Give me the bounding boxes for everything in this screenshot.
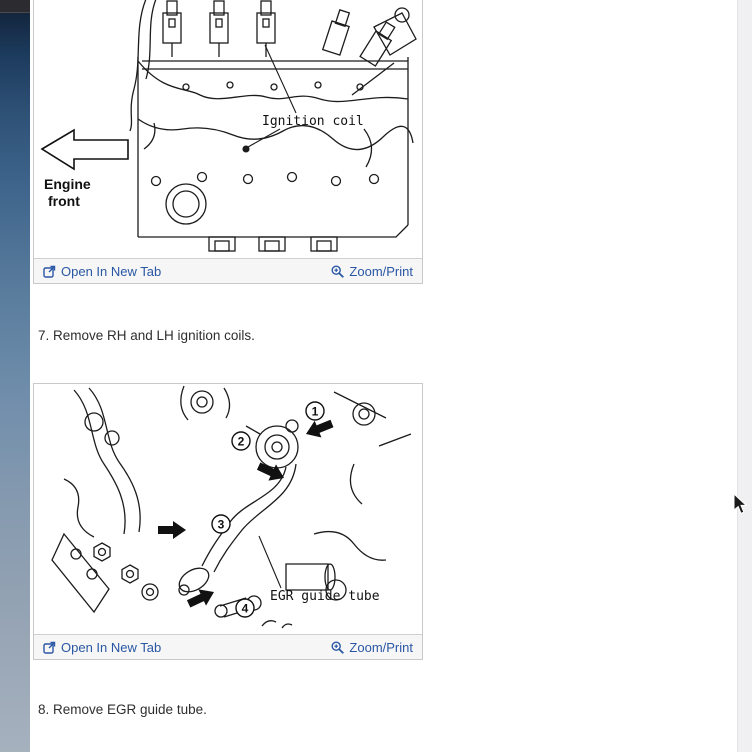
coil-connector-5 xyxy=(359,21,396,67)
coil-connector-3 xyxy=(256,0,276,57)
engine-front-label-line2: front xyxy=(48,193,80,209)
ignition-coil-label: Ignition coil xyxy=(262,114,364,129)
ignition-coil-diagram: Ignition coil Engine front xyxy=(34,0,422,258)
egr-guide-tube-label: EGR guide tube xyxy=(270,589,380,604)
egr-bold-arrows xyxy=(158,419,334,608)
figure-card-ignition-coil: Ignition coil Engine front Open In New T… xyxy=(33,0,423,284)
egr-guide-tube-diagram: 1 2 3 4 EGR guide tube xyxy=(34,384,422,634)
coil-connector-4 xyxy=(321,9,351,56)
open-in-new-tab-icon xyxy=(43,641,56,654)
zoom-print-link[interactable]: Zoom/Print xyxy=(331,640,413,655)
figure-card-egr-guide-tube: 1 2 3 4 EGR guide tube Open In New Tab xyxy=(33,383,423,660)
zoom-print-label: Zoom/Print xyxy=(349,639,413,655)
ignition-coil-diagram-art: Ignition coil Engine front xyxy=(40,0,417,252)
coil-connector-1 xyxy=(162,0,182,57)
callout-3: 3 xyxy=(218,518,225,532)
desktop-background-strip xyxy=(0,0,30,752)
figure-toolbar: Open In New Tab Zoom/Print xyxy=(34,634,422,659)
zoom-icon xyxy=(331,264,345,278)
open-in-new-tab-label: Open In New Tab xyxy=(61,639,162,655)
open-in-new-tab-label: Open In New Tab xyxy=(61,263,162,279)
open-in-new-tab-link[interactable]: Open In New Tab xyxy=(43,640,161,655)
egr-label-leader-line xyxy=(258,535,282,589)
zoom-print-link[interactable]: Zoom/Print xyxy=(331,264,413,279)
callout-4: 4 xyxy=(242,602,249,616)
ignition-coil-leader-lines xyxy=(242,44,297,153)
engine-front-arrow xyxy=(40,128,129,171)
step-8-text: 8. Remove EGR guide tube. xyxy=(38,702,207,717)
callout-2: 2 xyxy=(238,435,245,449)
scrollbar-track[interactable] xyxy=(737,0,752,752)
zoom-print-label: Zoom/Print xyxy=(349,263,413,279)
coil-connector-2 xyxy=(209,0,229,57)
figure-toolbar: Open In New Tab Zoom/Print xyxy=(34,258,422,283)
egr-callouts: 1 2 3 4 xyxy=(211,401,325,618)
step-7-text: 7. Remove RH and LH ignition coils. xyxy=(38,328,255,343)
callout-1: 1 xyxy=(312,405,319,419)
zoom-icon xyxy=(331,640,345,654)
engine-front-label-line1: Engine xyxy=(44,176,91,192)
open-in-new-tab-icon xyxy=(43,265,56,278)
egr-diagram-art: 1 2 3 4 EGR guide tube xyxy=(51,385,412,629)
open-in-new-tab-link[interactable]: Open In New Tab xyxy=(43,264,161,279)
window-titlebar-fragment xyxy=(0,0,30,13)
